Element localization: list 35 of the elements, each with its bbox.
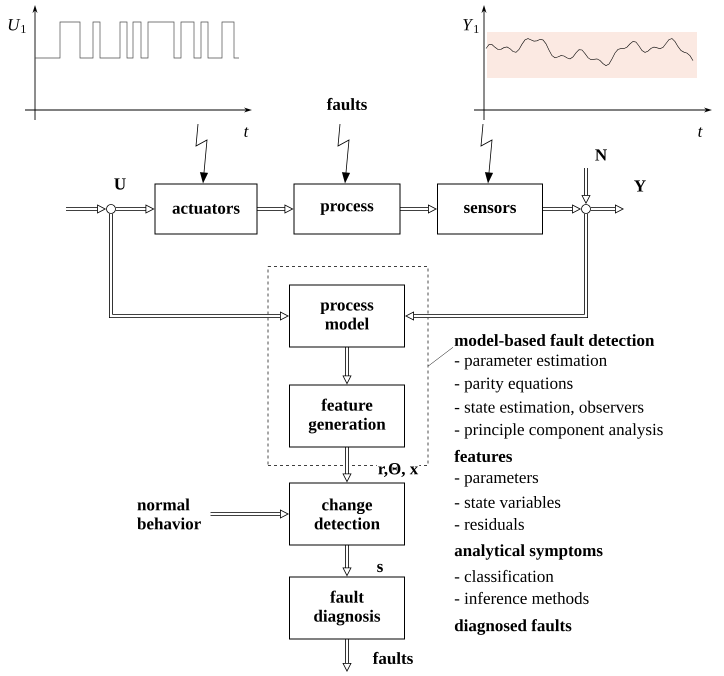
list-item: - parameters [454, 473, 538, 487]
process-box: feature generation [289, 384, 405, 448]
list-item: - parity equations [454, 378, 573, 392]
edge-label: s [376, 562, 384, 574]
list-item: - inference methods [454, 592, 589, 604]
edge-label: r,Θ, x [376, 462, 420, 478]
summing-junction [106, 204, 116, 214]
edge-label: faults [326, 96, 368, 112]
edge-label: Y [632, 179, 648, 193]
group-label: model-based fault detection [454, 334, 654, 346]
input-label: normal behavior [137, 498, 201, 530]
list-heading: features [454, 450, 512, 462]
list-heading: analytical symptoms [454, 544, 603, 560]
list-item: - state variables [454, 496, 560, 508]
list-item: - state estimation, observers [454, 400, 644, 416]
edge-label: faults [372, 650, 414, 666]
process-box: process model [289, 284, 405, 348]
process-box: actuators [154, 184, 258, 234]
signal-label: U [114, 178, 126, 190]
process-box: change detection [289, 482, 405, 546]
list-item: - residuals [454, 518, 524, 530]
process-box: process [294, 184, 400, 234]
list-item: - principle component analysis [454, 423, 663, 439]
list-item: - classification [454, 570, 554, 582]
list-heading: diagnosed faults [454, 619, 572, 635]
process-box: sensors [437, 184, 543, 234]
axis-label: t [698, 127, 703, 137]
leader-line [428, 347, 454, 366]
axis-label: U$_{1}$ [8, 19, 26, 33]
list-item: - parameter estimation [454, 354, 607, 370]
axis-label: Y$_{1}$ [463, 19, 478, 33]
axis-label: t [244, 127, 249, 137]
edge-label: N [594, 148, 608, 162]
process-box: fault diagnosis [289, 576, 405, 640]
summing-junction [581, 204, 591, 214]
